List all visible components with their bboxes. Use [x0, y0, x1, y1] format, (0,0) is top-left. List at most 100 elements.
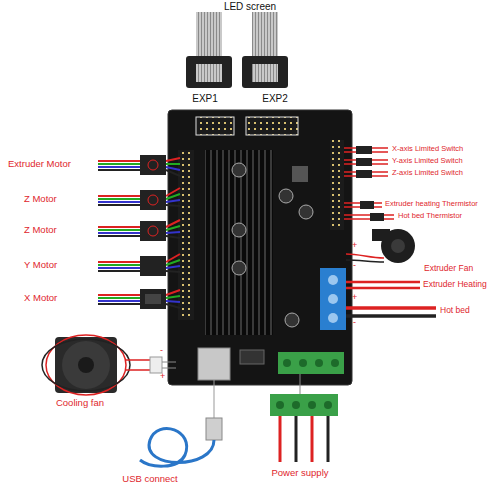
- capacitor: [232, 223, 246, 237]
- part-label: X-axis Limited Switch: [392, 145, 463, 153]
- leader-line: [214, 380, 215, 420]
- terminal-screw: [324, 401, 332, 409]
- part-label: Extruder Motor: [8, 159, 71, 169]
- part-label: -: [353, 261, 356, 271]
- part-label: Cooling fan: [56, 398, 104, 408]
- part-label: Power supply: [271, 468, 328, 478]
- sensor-plug: [360, 201, 374, 209]
- motor-plug: [140, 256, 166, 276]
- part-label: Extruder Heating: [423, 280, 487, 289]
- terminal-screw: [276, 401, 284, 409]
- part-label: +: [352, 241, 357, 251]
- plug-latch: [145, 294, 161, 304]
- cooling-fan: [55, 337, 117, 393]
- wire: [98, 236, 180, 238]
- leader-line: [162, 362, 176, 368]
- sensor-plug: [356, 170, 372, 178]
- power-plug: [270, 394, 338, 416]
- blower-hub: [391, 239, 405, 253]
- wire: [98, 301, 180, 302]
- plug-emblem: [148, 226, 158, 236]
- wire: [98, 194, 180, 199]
- part-label: Extruder heating Thermistor: [385, 200, 478, 208]
- part-label: Y-axis Limited Switch: [392, 157, 463, 165]
- power-wire: [295, 416, 298, 462]
- terminal-screw: [328, 275, 338, 285]
- usb-port: [198, 348, 230, 380]
- idc-plug: [186, 56, 232, 88]
- usb-cable: [140, 428, 214, 466]
- power-wire: [279, 416, 282, 462]
- heatsink: [205, 150, 273, 335]
- coiled-wire: [42, 339, 130, 391]
- ribbon-cable: [252, 12, 278, 62]
- display-label: EXP2: [262, 93, 288, 104]
- exp-header: [246, 117, 298, 135]
- exp-header: [196, 117, 234, 135]
- display-label: EXP1: [192, 93, 218, 104]
- motor-header: [178, 150, 194, 320]
- wire: [98, 266, 180, 268]
- terminal-screw: [331, 359, 339, 367]
- part-label: Hot bed Thermistor: [398, 212, 462, 220]
- wire: [98, 260, 180, 265]
- display-label: LED screen: [224, 1, 276, 12]
- sensor-plug: [356, 146, 372, 154]
- wire: [98, 220, 180, 227]
- terminal-screw: [283, 359, 291, 367]
- part-label: Extruder Fan: [424, 264, 473, 273]
- wire: [98, 158, 180, 161]
- motor-plug: [140, 221, 166, 241]
- control-board: [168, 110, 352, 385]
- terminal-screw: [328, 294, 338, 304]
- terminal-screw: [328, 313, 338, 323]
- fan-rotor: [62, 341, 110, 389]
- heater-wire: [346, 281, 420, 284]
- wire: [98, 163, 180, 165]
- part-label: Hot bed: [440, 306, 470, 315]
- wire: [98, 226, 180, 230]
- part-label: Z-axis Limited Switch: [392, 169, 463, 177]
- ribbon-cable: [252, 64, 278, 82]
- plug-emblem: [148, 160, 158, 170]
- part-label: -: [160, 346, 163, 356]
- part-label: +: [160, 372, 165, 382]
- motor-cable: [98, 155, 180, 309]
- sensor-cable: [344, 146, 394, 221]
- wire: [98, 200, 180, 202]
- power-terminal: [278, 352, 344, 374]
- fan-plug: [150, 357, 162, 373]
- screw-terminal: [320, 268, 346, 330]
- inductor: [292, 166, 308, 182]
- idc-plug: [242, 56, 288, 88]
- motor-plug: [140, 289, 166, 309]
- capacitor: [232, 163, 246, 177]
- capacitor: [279, 189, 293, 203]
- ribbon-cable: [196, 64, 222, 82]
- chip: [240, 350, 264, 364]
- leader-line: [300, 374, 301, 394]
- ribbon-cable: [196, 12, 222, 62]
- terminal-screw: [299, 359, 307, 367]
- capacitor: [285, 313, 299, 327]
- wire: [126, 360, 150, 370]
- terminal-screw: [308, 401, 316, 409]
- terminal-screw: [292, 401, 300, 409]
- wire: [346, 254, 384, 258]
- hotbed-wire: [346, 306, 436, 310]
- wire: [98, 232, 180, 233]
- wire: [98, 205, 180, 206]
- part-label: Y Motor: [24, 260, 57, 270]
- fan-hub: [78, 357, 94, 373]
- power-wire: [327, 416, 330, 462]
- motor-plug: [140, 190, 166, 210]
- power-wire: [311, 416, 314, 462]
- blower-outlet: [372, 229, 390, 241]
- sensor-plug: [356, 158, 372, 166]
- wire: [98, 254, 180, 262]
- part-label: X Motor: [24, 293, 57, 303]
- wire: [98, 271, 180, 272]
